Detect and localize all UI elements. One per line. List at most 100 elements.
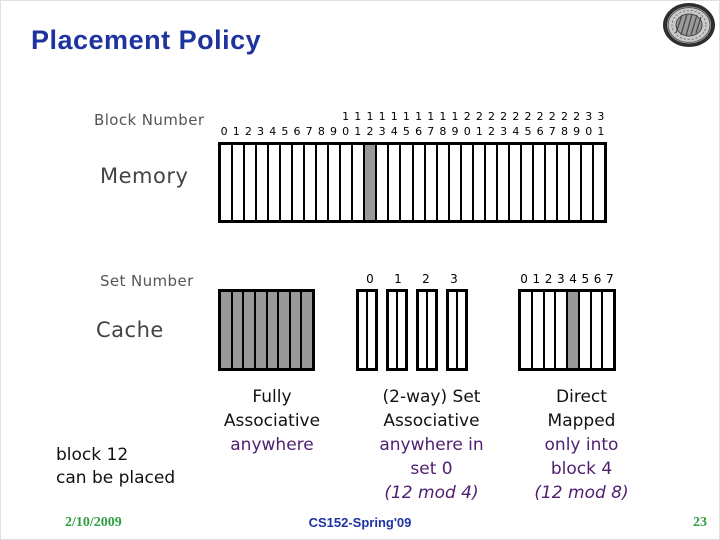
memory-cell-10 [341,145,354,220]
memory-cell-17 [425,145,438,220]
block-number-tens-digit: 2 [500,110,508,123]
direct-mapped-block-label-0: 0 [520,272,528,286]
block-number-units-digit: 1 [232,125,240,138]
block-number-units-digit: 3 [500,125,508,138]
set-associative-detail: anywhere in set 0 [379,435,484,479]
block-number-tens-digit: 2 [524,110,532,123]
block-number-units-digit: 6 [293,125,301,138]
direct-mapped-block-label-6: 6 [593,272,602,286]
direct-mapped-block-label-1: 1 [532,272,541,286]
memory-cell-21 [473,145,486,220]
fully-associative-cell-5 [279,292,291,368]
set-associative-set-0 [356,289,378,371]
block-number-tens-digit: 1 [354,110,362,123]
set-1-way-0 [389,292,398,368]
set-2-way-0 [419,292,428,368]
block-number-units-digit: 6 [415,125,423,138]
block-number-units-digit: 4 [390,125,398,138]
memory-cell-19 [449,145,462,220]
block-number-units-digit: 9 [451,125,459,138]
block-number-tens-digit: 2 [560,110,568,123]
block-number-tens-digit [242,110,254,124]
set-number-label-1: 1 [394,272,402,286]
set-0-way-0 [359,292,368,368]
block-number-units-digit: 0 [585,125,593,138]
block-number-tens-digit [218,110,230,124]
memory-cell-14 [389,145,402,220]
block-number-tens-digit [303,110,315,124]
memory-cell-31 [593,145,604,220]
direct-mapped-cache-array [518,289,616,371]
block-number-tens-digit [267,110,279,124]
memory-cell-11 [353,145,366,220]
memory-cell-26 [533,145,546,220]
block-number-tens-digit: 3 [585,110,593,123]
block-number-units-digit: 5 [281,125,289,138]
memory-cell-22 [485,145,498,220]
memory-cell-4 [269,145,282,220]
fully-associative-cell-0 [221,292,233,368]
set-2-way-1 [428,292,435,368]
direct-mapped-cell-4 [568,292,580,368]
fully-associative-cell-4 [267,292,280,368]
block-number-units-digit: 8 [317,125,325,138]
block-number-tens-digit: 2 [488,110,496,123]
block12-annotation: block 12 can be placed [56,445,176,488]
block-number-tens-digit: 1 [366,110,374,123]
memory-cell-29 [569,145,582,220]
set-3-way-1 [458,292,465,368]
block-number-tens-digit [279,110,291,124]
set-associative-set-2 [416,289,438,371]
block-number-units-digit: 3 [257,125,265,138]
block-number-units-digit: 1 [354,125,362,138]
memory-cell-23 [497,145,510,220]
direct-mapped-annotation: Direct Mapped only into block 4 (12 mod … [509,385,654,505]
set-associative-set-3 [446,289,468,371]
block-number-units-digit: 5 [524,125,532,138]
block-number-units-digit: 6 [536,125,544,138]
block-number-tens-digit: 1 [439,110,447,123]
fully-associative-cache-array [218,289,315,371]
memory-cell-6 [293,145,306,220]
block-number-units-digit: 2 [366,125,374,138]
memory-cell-8 [317,145,330,220]
block-number-tens-digit: 1 [378,110,386,123]
direct-mapped-cell-3 [556,292,568,368]
fully-associative-cell-7 [302,292,312,368]
block-number-tens-digit: 1 [427,110,435,123]
memory-cell-9 [329,145,342,220]
block-number-tens-digit: 1 [342,110,350,123]
memory-cell-15 [401,145,414,220]
block-number-units-digit: 4 [269,125,277,138]
block-number-tens-digit: 2 [536,110,544,123]
memory-cell-3 [257,145,270,220]
block-number-tens-digit: 1 [415,110,423,123]
memory-cell-0 [221,145,234,220]
block-number-units-digit: 0 [342,125,350,138]
block-number-tens-digit: 1 [451,110,459,123]
direct-mapped-cell-1 [532,292,545,368]
block-number-units-digit: 5 [402,125,410,138]
block-number-units-digit: 8 [439,125,447,138]
memory-array [218,142,607,223]
footer-course: CS152-Spring'09 [308,515,412,530]
block-number-units-digit: 4 [512,125,520,138]
set-associative-set-1 [386,289,408,371]
block-number-units-digit: 0 [220,125,228,138]
footer-date: 2/10/2009 [65,515,122,530]
direct-mapped-block-label-4: 4 [569,272,577,286]
block-number-units-digit: 7 [548,125,556,138]
block-number-tens-digit: 1 [390,110,398,123]
direct-mapped-block-label-3: 3 [557,272,565,286]
memory-cell-25 [521,145,534,220]
set-associative-annotation: (2-way) Set Associative anywhere in set … [359,385,504,505]
memory-cell-12 [365,145,378,220]
set-number-label: Set Number [100,272,194,290]
block-number-units-digit: 7 [427,125,435,138]
university-seal-icon [662,2,716,48]
block-number-tens-digit: 2 [475,110,483,123]
fully-associative-annotation: Fully Associative anywhere [207,385,337,457]
